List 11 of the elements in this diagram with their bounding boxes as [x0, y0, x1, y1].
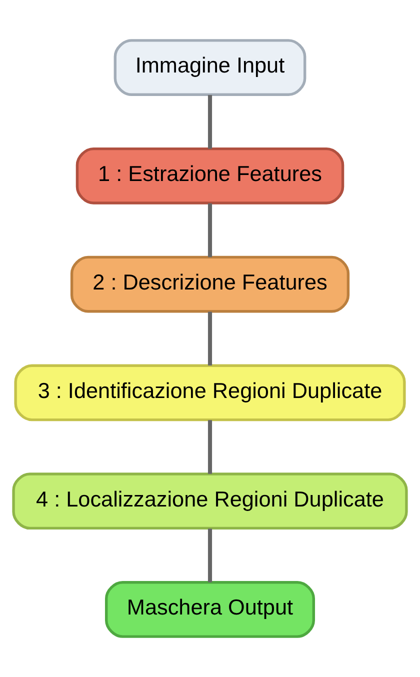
node-box: 1 : Estrazione Features	[76, 147, 344, 204]
connector	[208, 528, 212, 582]
node-box: 4 : Localizzazione Regioni Duplicate	[12, 472, 408, 530]
connector	[208, 95, 212, 149]
connector	[208, 420, 212, 474]
node-box: 2 : Descrizione Features	[70, 256, 350, 313]
node-box: Immagine Input	[114, 39, 306, 96]
connector	[208, 312, 212, 366]
node-box: 3 : Identificazione Regioni Duplicate	[14, 364, 406, 422]
connector	[208, 203, 212, 258]
node-box: Maschera Output	[105, 581, 315, 638]
